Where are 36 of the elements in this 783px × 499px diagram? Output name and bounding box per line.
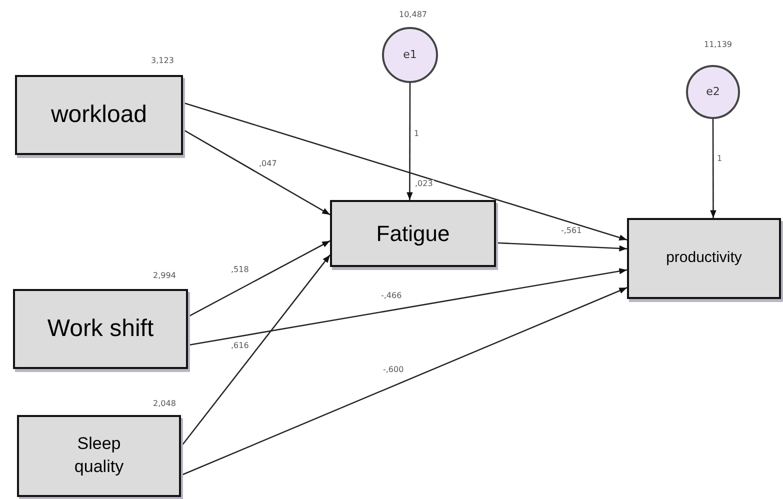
node-label: Work shift <box>47 314 154 344</box>
estimate-label: 2,048 <box>152 400 177 408</box>
arrow <box>184 102 628 241</box>
edge-label: -,466 <box>380 292 403 300</box>
node-label: workload <box>50 100 148 130</box>
edge-label: ,047 <box>258 160 278 168</box>
node-label: Fatigue <box>376 220 450 248</box>
node-label: e1 <box>403 48 417 62</box>
estimate-label: 11,139 <box>703 41 733 49</box>
estimate-label: ,023 <box>414 180 434 188</box>
estimate-label: 3,123 <box>150 57 175 65</box>
error-circle <box>686 65 740 119</box>
arrow <box>710 119 716 218</box>
edge-label: -,600 <box>382 366 405 374</box>
arrow <box>184 130 330 216</box>
arrow <box>188 240 330 317</box>
node-label: Sleep quality <box>73 433 125 478</box>
arrow <box>182 287 628 476</box>
edge-label: ,616 <box>230 342 250 350</box>
estimate-label: 10,487 <box>398 11 428 19</box>
node-label: e2 <box>706 84 720 100</box>
edge-label: -,561 <box>560 227 583 235</box>
variable-box <box>627 218 781 299</box>
arrow <box>496 242 628 252</box>
node-label: productivity <box>666 248 742 268</box>
variable-box <box>17 415 181 497</box>
arrow <box>181 254 331 446</box>
edge-label: ,518 <box>230 266 250 274</box>
edge-label: 1 <box>716 155 724 163</box>
variable-box <box>13 289 188 369</box>
edge-label: 1 <box>413 130 420 138</box>
arrow <box>406 83 413 200</box>
variable-box <box>330 200 496 267</box>
variable-box <box>15 75 183 155</box>
estimate-label: 2,994 <box>152 272 177 280</box>
arrow <box>188 268 628 346</box>
